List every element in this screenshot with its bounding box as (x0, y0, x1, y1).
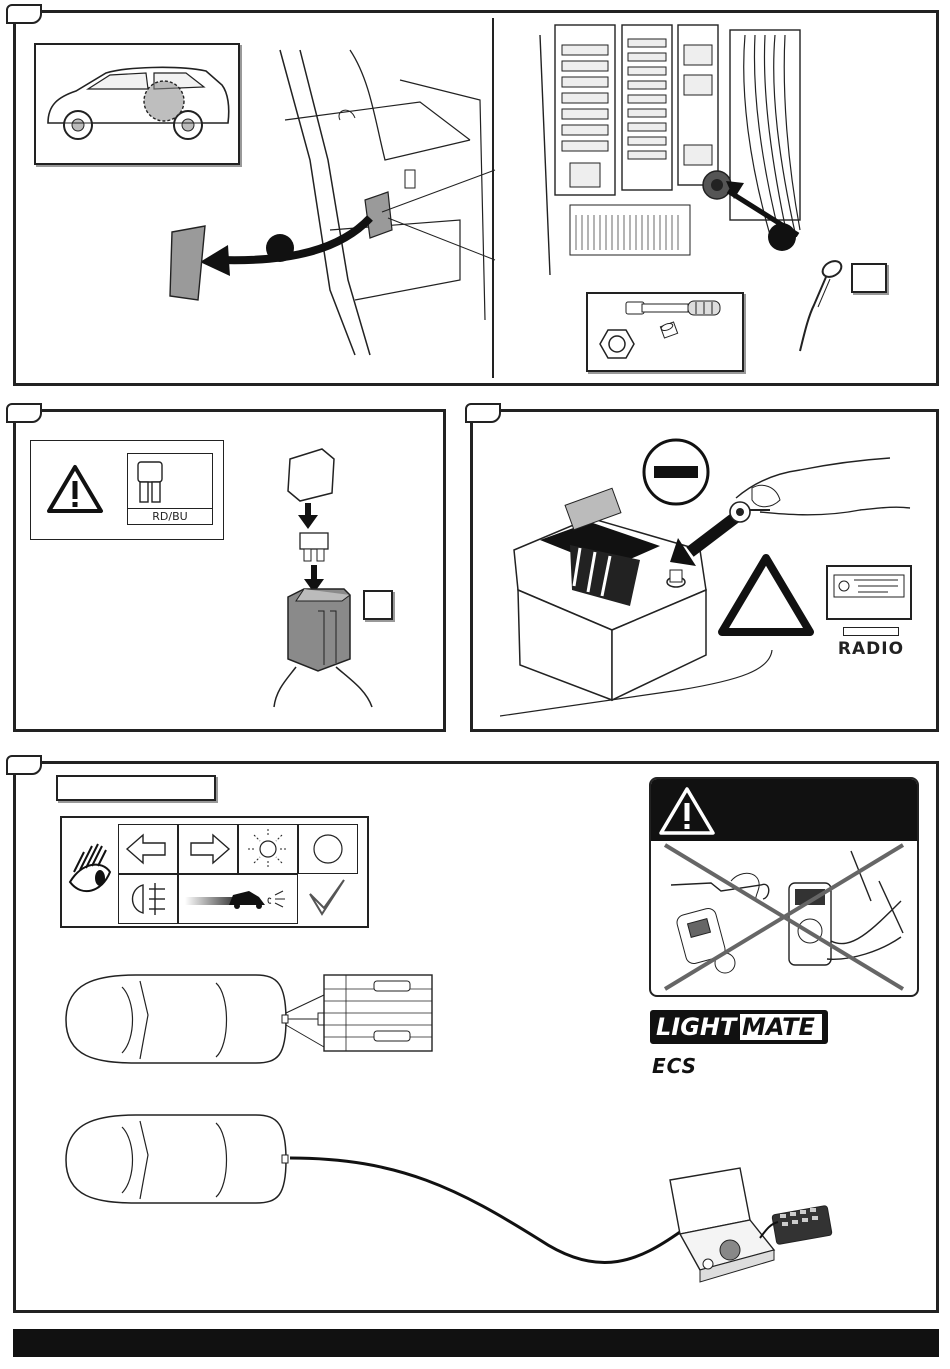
reverse-icon (179, 875, 297, 923)
fuse-reference-box: RD/BU (30, 440, 224, 540)
warning-icon-inverse (657, 785, 717, 837)
fuse-holder-icon (266, 445, 386, 715)
radio-icon (828, 567, 910, 618)
lightmate-logo-part2: MATE (742, 1013, 824, 1041)
blade-fuse-icon (132, 458, 168, 506)
tester-box-icon (324, 975, 432, 1051)
brake-light-icon (239, 825, 297, 873)
lightmate-logo: LIGHT MATE (650, 1010, 828, 1044)
step-4-tab (6, 755, 42, 775)
light-check-grid (60, 816, 369, 928)
step-2-tab (6, 403, 42, 423)
hex-nut-icon (600, 330, 634, 358)
radio-box (826, 565, 912, 620)
minus-terminal-icon (644, 440, 708, 504)
footer-bar (13, 1329, 939, 1357)
ground-bolt-icon (703, 171, 731, 199)
checkmark-icon (298, 874, 356, 922)
step-1-tab (6, 4, 42, 24)
radio-label: RADIO (826, 639, 916, 659)
ring-terminal-icon (790, 255, 850, 355)
fusebox-illustration (530, 15, 810, 280)
no-multimeter-warning (649, 777, 919, 997)
lightmate-logo-part1: LIGHT (656, 1013, 738, 1041)
multimeter-icon (651, 841, 917, 995)
step-2-ref-box (363, 590, 393, 620)
lamp-icon (299, 825, 357, 873)
tools-box (586, 292, 744, 372)
step-1-ref-box (851, 263, 887, 293)
fog-light-icon (119, 875, 177, 923)
step-3-tab (465, 403, 501, 423)
ecs-logo: ECS (652, 1054, 697, 1078)
warning-icon (45, 463, 105, 515)
trunk-interior-illustration (160, 40, 500, 360)
car-top-icon-2 (56, 1105, 296, 1215)
socket-icon (660, 322, 677, 338)
eye-icon (66, 832, 116, 912)
arrow-left-icon (119, 825, 177, 873)
ratchet-wrench-icon (626, 301, 720, 315)
step-4-title-box (56, 775, 216, 801)
panel-1-divider (492, 18, 494, 378)
car-top-icon (56, 965, 446, 1075)
arrow-right-icon (179, 825, 237, 873)
fuse-color-code: RD/BU (128, 510, 212, 523)
radio-slot (843, 627, 899, 636)
fuse-spec-box: RD/BU (127, 453, 213, 525)
test-case-icon (650, 1160, 840, 1290)
